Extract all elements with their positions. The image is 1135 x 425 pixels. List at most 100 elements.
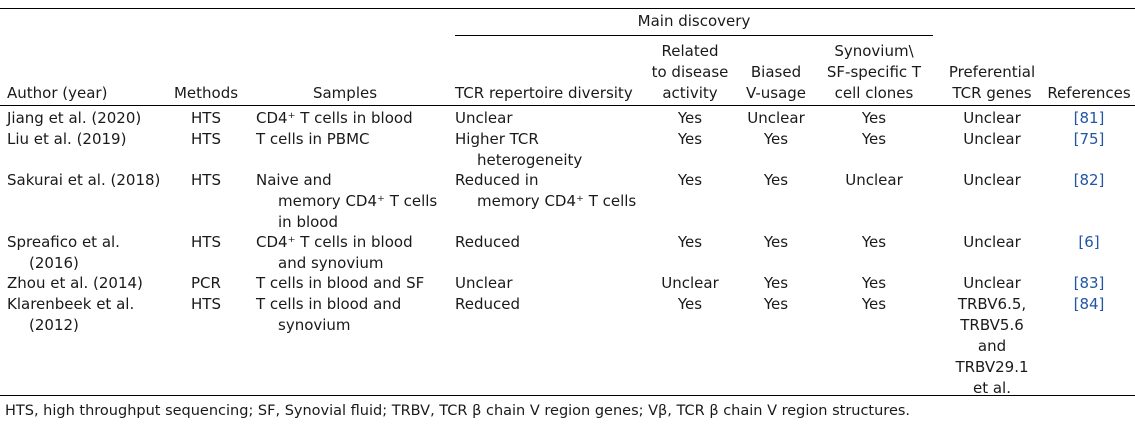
- cell-line: Unclear: [455, 274, 513, 292]
- cell-line: Unclear: [963, 274, 1021, 292]
- cell-line: and: [977, 337, 1007, 355]
- table-cell-method: HTS: [165, 294, 247, 315]
- cell-line: [82]: [1073, 171, 1105, 189]
- cell-line: Yes: [677, 233, 703, 251]
- cell-line: PCR: [191, 274, 221, 292]
- table-cell-biased: Unclear: [738, 108, 814, 129]
- cell-line: Yes: [763, 295, 789, 313]
- cell-line: Naive and: [256, 171, 332, 189]
- header-disease-line: activity: [662, 84, 718, 102]
- table-cell-method: HTS: [165, 129, 247, 150]
- main-discovery-rule: [455, 35, 933, 36]
- table-cell-disease: Yes: [645, 129, 735, 150]
- cell-line: et al.: [972, 379, 1011, 397]
- cell-line: [6]: [1078, 233, 1100, 251]
- table-cell-synovium: Yes: [817, 108, 931, 129]
- header-biased-line: V-usage: [745, 84, 807, 102]
- table-cell-disease: Yes: [645, 294, 735, 315]
- table-cell-genes: Unclear: [935, 273, 1049, 294]
- table-cell-ref[interactable]: [84]: [1045, 294, 1133, 315]
- cell-line: Reduced: [455, 295, 521, 313]
- cell-line: Yes: [677, 171, 703, 189]
- table-cell-method: HTS: [165, 232, 247, 253]
- table-cell-method: PCR: [165, 273, 247, 294]
- header-author: Author (year): [7, 84, 108, 102]
- cell-line: Yes: [861, 109, 887, 127]
- cell-line: synovium: [278, 316, 351, 334]
- header-disease: Related to disease activity: [645, 41, 735, 104]
- cell-line: HTS: [191, 233, 221, 251]
- cell-line: Yes: [861, 233, 887, 251]
- header-synovium-line: SF-specific T: [826, 63, 922, 81]
- table-cell-disease: Yes: [645, 232, 735, 253]
- cell-line: Yes: [763, 274, 789, 292]
- header-disease-line: Related: [661, 42, 719, 60]
- header-synovium: Synovium\ SF-specific T cell clones: [817, 41, 931, 104]
- cell-line: TRBV5.6: [960, 316, 1024, 334]
- cell-line: HTS: [191, 295, 221, 313]
- table-cell-ref[interactable]: [6]: [1045, 232, 1133, 253]
- table-cell-author: Zhou et al. (2014): [7, 273, 157, 294]
- table-cell-ref[interactable]: [83]: [1045, 273, 1133, 294]
- table-cell-disease: Yes: [645, 108, 735, 129]
- header-biased-line: Biased: [750, 63, 802, 81]
- cell-line: TRBV29.1: [955, 358, 1029, 376]
- table-cell-synovium: Yes: [817, 129, 931, 150]
- cell-line: HTS: [191, 130, 221, 148]
- header-synovium-line: cell clones: [834, 84, 914, 102]
- header-disease-line: to disease: [651, 63, 729, 81]
- table-cell-genes: Unclear: [935, 108, 1049, 129]
- cell-line: Unclear: [747, 109, 805, 127]
- table-cell-synovium: Unclear: [817, 170, 931, 191]
- table-cell-disease: Yes: [645, 170, 735, 191]
- cell-line: Liu et al. (2019): [7, 130, 127, 148]
- top-rule: [0, 8, 1135, 9]
- cell-line: Jiang et al. (2020): [7, 109, 142, 127]
- cell-line: Yes: [763, 233, 789, 251]
- table-cell-disease: Unclear: [645, 273, 735, 294]
- cell-line: memory CD4⁺ T cells: [477, 192, 637, 210]
- table-cell-biased: Yes: [738, 170, 814, 191]
- table-cell-author: Jiang et al. (2020): [7, 108, 157, 129]
- header-synovium-line: Synovium\: [834, 42, 914, 60]
- table-cell-genes: Unclear: [935, 129, 1049, 150]
- cell-line: Yes: [763, 171, 789, 189]
- cell-line: in blood: [278, 213, 339, 231]
- cell-line: T cells in PBMC: [256, 130, 370, 148]
- header-references: References: [1047, 84, 1131, 102]
- table-cell-ref[interactable]: [75]: [1045, 129, 1133, 150]
- table-cell-synovium: Yes: [817, 232, 931, 253]
- cell-line: Yes: [677, 295, 703, 313]
- table-cell-genes: Unclear: [935, 170, 1049, 191]
- table-cell-diversity: Unclear: [455, 108, 645, 129]
- table-cell-ref[interactable]: [82]: [1045, 170, 1133, 191]
- cell-line: Zhou et al. (2014): [7, 274, 143, 292]
- cell-line: Yes: [677, 109, 703, 127]
- cell-line: TRBV6.5,: [957, 295, 1027, 313]
- header-biased: Biased V-usage: [738, 62, 814, 104]
- table-cell-biased: Yes: [738, 294, 814, 315]
- cell-line: HTS: [191, 109, 221, 127]
- header-samples: Samples: [312, 84, 378, 102]
- table-footnote: HTS, high throughput sequencing; SF, Syn…: [5, 403, 911, 419]
- cell-line: CD4⁺ T cells in blood: [256, 233, 413, 251]
- table-cell-diversity: Reduced: [455, 232, 645, 253]
- cell-line: Sakurai et al. (2018): [7, 171, 161, 189]
- table-cell-samples: T cells in blood and SF: [256, 273, 446, 294]
- table-cell-synovium: Yes: [817, 273, 931, 294]
- table-cell-ref[interactable]: [81]: [1045, 108, 1133, 129]
- cell-line: Unclear: [845, 171, 903, 189]
- cell-line: Unclear: [963, 130, 1021, 148]
- cell-line: Unclear: [661, 274, 719, 292]
- cell-line: HTS: [191, 171, 221, 189]
- cell-line: T cells in blood and: [256, 295, 402, 313]
- table-cell-diversity: Unclear: [455, 273, 645, 294]
- cell-line: Yes: [861, 130, 887, 148]
- cell-line: Klarenbeek et al.: [7, 295, 135, 313]
- cell-line: [75]: [1073, 130, 1105, 148]
- table-cell-author: Liu et al. (2019): [7, 129, 157, 150]
